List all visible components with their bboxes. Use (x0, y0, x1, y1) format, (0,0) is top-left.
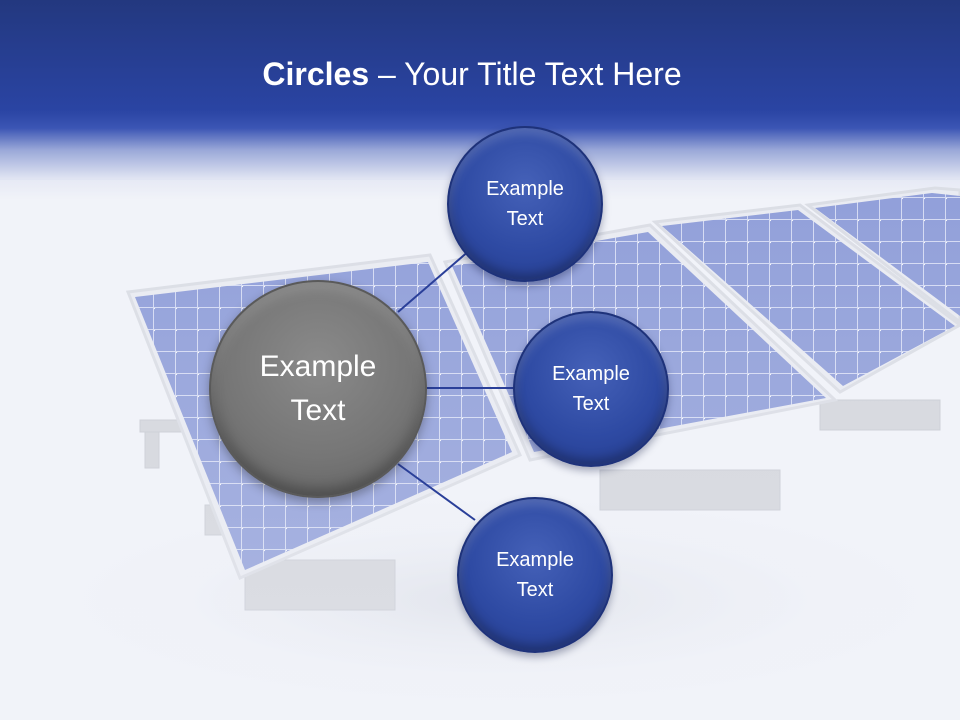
title-bold: Circles (262, 56, 370, 92)
outer-circle-middle[interactable]: Example Text (513, 311, 669, 467)
center-circle-label: Example Text (259, 350, 377, 427)
outer-circle-label: Example Text (552, 363, 630, 415)
outer-circle-bottom[interactable]: Example Text (457, 497, 613, 653)
connector-bottom (397, 463, 476, 521)
connector-top (397, 249, 471, 313)
outer-circle-label: Example Text (486, 178, 564, 230)
center-circle[interactable]: Example Text (209, 280, 427, 498)
outer-circle-top[interactable]: Example Text (447, 126, 603, 282)
title-rest: – Your Title Text Here (369, 56, 682, 92)
outer-circle-label: Example Text (496, 549, 574, 601)
slide-title: Circles – Your Title Text Here (0, 52, 944, 96)
